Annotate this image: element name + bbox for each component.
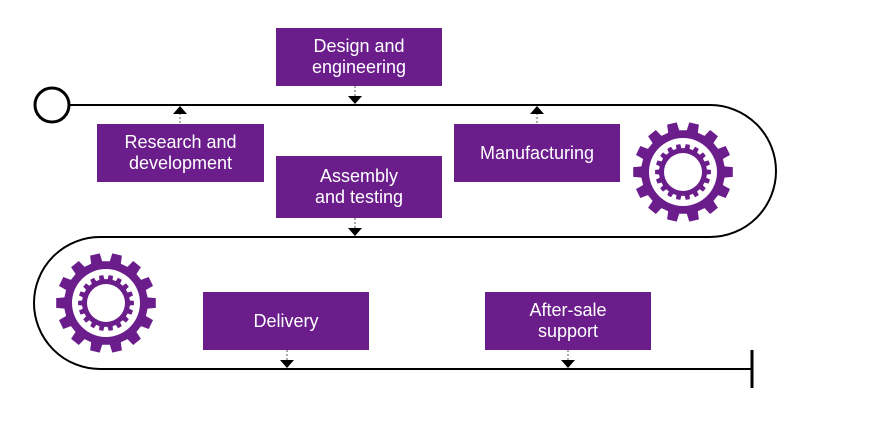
stage-manufacturing: Manufacturing: [454, 124, 620, 182]
arrow-down-icon: [348, 218, 362, 236]
arrow-down-icon: [348, 86, 362, 104]
stage-assembly-and-testing: Assembly and testing: [276, 156, 442, 218]
stage-after-sale-support: After-sale support: [485, 292, 651, 350]
stage-research-and-development: Research and development: [97, 124, 264, 182]
stage-design-and-engineering: Design and engineering: [276, 28, 442, 86]
arrow-down-icon: [561, 350, 575, 368]
start-circle-icon: [33, 86, 71, 124]
stage-delivery: Delivery: [203, 292, 369, 350]
gear-hub: [664, 153, 702, 191]
gear-icon: [56, 253, 156, 353]
conveyor-track-line: [33, 104, 777, 370]
gear-icon: [633, 122, 733, 222]
arrow-up-icon: [530, 106, 544, 124]
gear-hub: [87, 284, 125, 322]
arrow-down-icon: [280, 350, 294, 368]
arrow-up-icon: [173, 106, 187, 124]
